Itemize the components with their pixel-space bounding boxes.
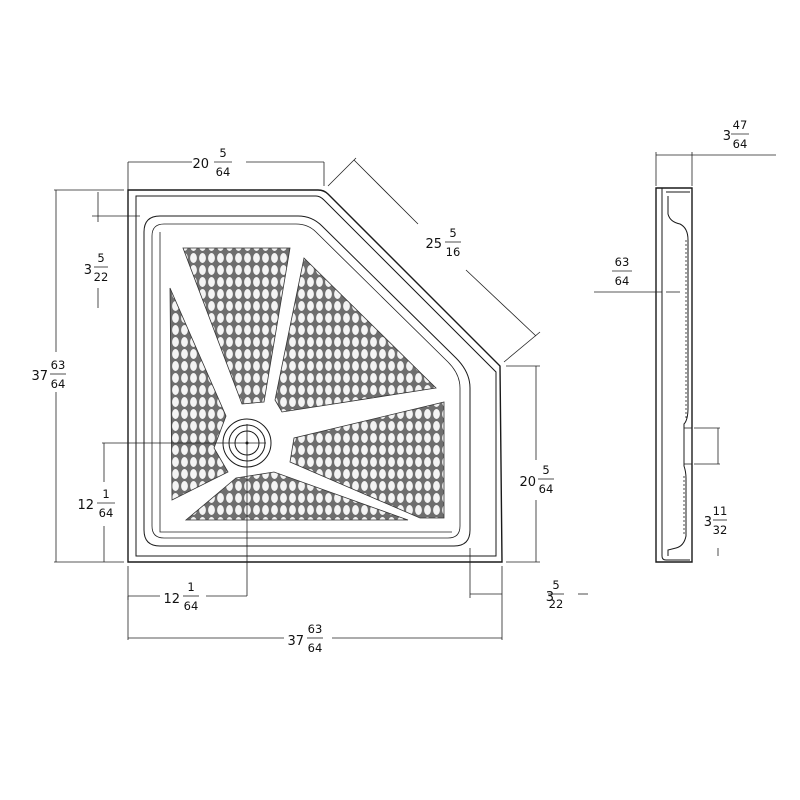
svg-text:63: 63 (308, 622, 323, 636)
texture-sector-bottom (184, 471, 409, 521)
svg-text:12: 12 (163, 592, 180, 607)
dim-drain-from-left: 12 1 64 (163, 580, 199, 613)
svg-text:5: 5 (97, 251, 104, 265)
svg-text:3: 3 (704, 515, 712, 530)
svg-text:1: 1 (102, 487, 109, 501)
side-outer-outline (655, 187, 693, 563)
svg-text:25: 25 (425, 237, 442, 252)
svg-text:12: 12 (77, 498, 94, 513)
svg-text:22: 22 (549, 597, 564, 611)
svg-text:20: 20 (192, 157, 209, 172)
dim-drain-from-bottom: 12 1 64 (77, 487, 115, 520)
svg-text:11: 11 (713, 504, 728, 518)
svg-text:3: 3 (546, 590, 554, 605)
svg-text:37: 37 (31, 369, 48, 384)
dim-diagonal: 25 5 16 (425, 226, 461, 259)
dim-side-drain: 3 11 32 (704, 504, 728, 537)
svg-text:64: 64 (615, 274, 630, 288)
base-outer-outline (127, 189, 503, 563)
plan-view (102, 189, 503, 596)
svg-text:1: 1 (187, 580, 194, 594)
svg-text:64: 64 (99, 506, 114, 520)
side-inner-wall (661, 188, 690, 561)
texture-sector-top (182, 247, 291, 405)
side-pan-profile (666, 191, 690, 556)
pan-rim (143, 215, 471, 547)
svg-text:5: 5 (219, 146, 226, 160)
texture-sector-left (169, 287, 229, 501)
pan-rim-step (159, 232, 452, 533)
svg-text:64: 64 (51, 377, 66, 391)
svg-text:3: 3 (723, 129, 731, 144)
dim-left-flange: 3 5 22 (84, 251, 109, 284)
svg-text:63: 63 (615, 255, 630, 269)
svg-text:5: 5 (552, 578, 559, 592)
side-view: 3 47 64 63 64 3 11 32 (594, 118, 776, 563)
svg-text:64: 64 (539, 482, 554, 496)
dim-top-width: 20 5 64 (192, 146, 232, 179)
dim-bottom-flange: 3 5 22 (546, 578, 564, 611)
svg-text:37: 37 (287, 634, 304, 649)
dim-side-wall: 63 64 (612, 255, 632, 288)
dim-left-height: 37 63 64 (31, 358, 66, 391)
side-drain-outlet (683, 427, 693, 465)
svg-text:64: 64 (216, 165, 231, 179)
svg-text:64: 64 (184, 599, 199, 613)
svg-text:3: 3 (84, 263, 92, 278)
dim-side-depth: 3 47 64 (723, 118, 749, 151)
dim-right-height: 20 5 64 (519, 463, 554, 496)
svg-text:32: 32 (713, 523, 728, 537)
dim-bottom-width: 37 63 64 (287, 622, 323, 655)
base-flange-outline (135, 195, 497, 557)
svg-text:22: 22 (94, 270, 109, 284)
plan-dimensions: 20 5 64 25 5 16 37 63 64 (31, 146, 588, 655)
svg-text:64: 64 (308, 641, 323, 655)
svg-text:16: 16 (446, 245, 461, 259)
texture-sector-right (289, 401, 445, 519)
svg-text:5: 5 (449, 226, 456, 240)
svg-text:64: 64 (733, 137, 748, 151)
texture-sector-diagonal (274, 257, 437, 413)
svg-text:20: 20 (519, 475, 536, 490)
svg-text:47: 47 (733, 118, 748, 132)
svg-text:63: 63 (51, 358, 66, 372)
pan-rim-inner (151, 223, 461, 539)
svg-text:5: 5 (542, 463, 549, 477)
side-texture (683, 240, 687, 534)
